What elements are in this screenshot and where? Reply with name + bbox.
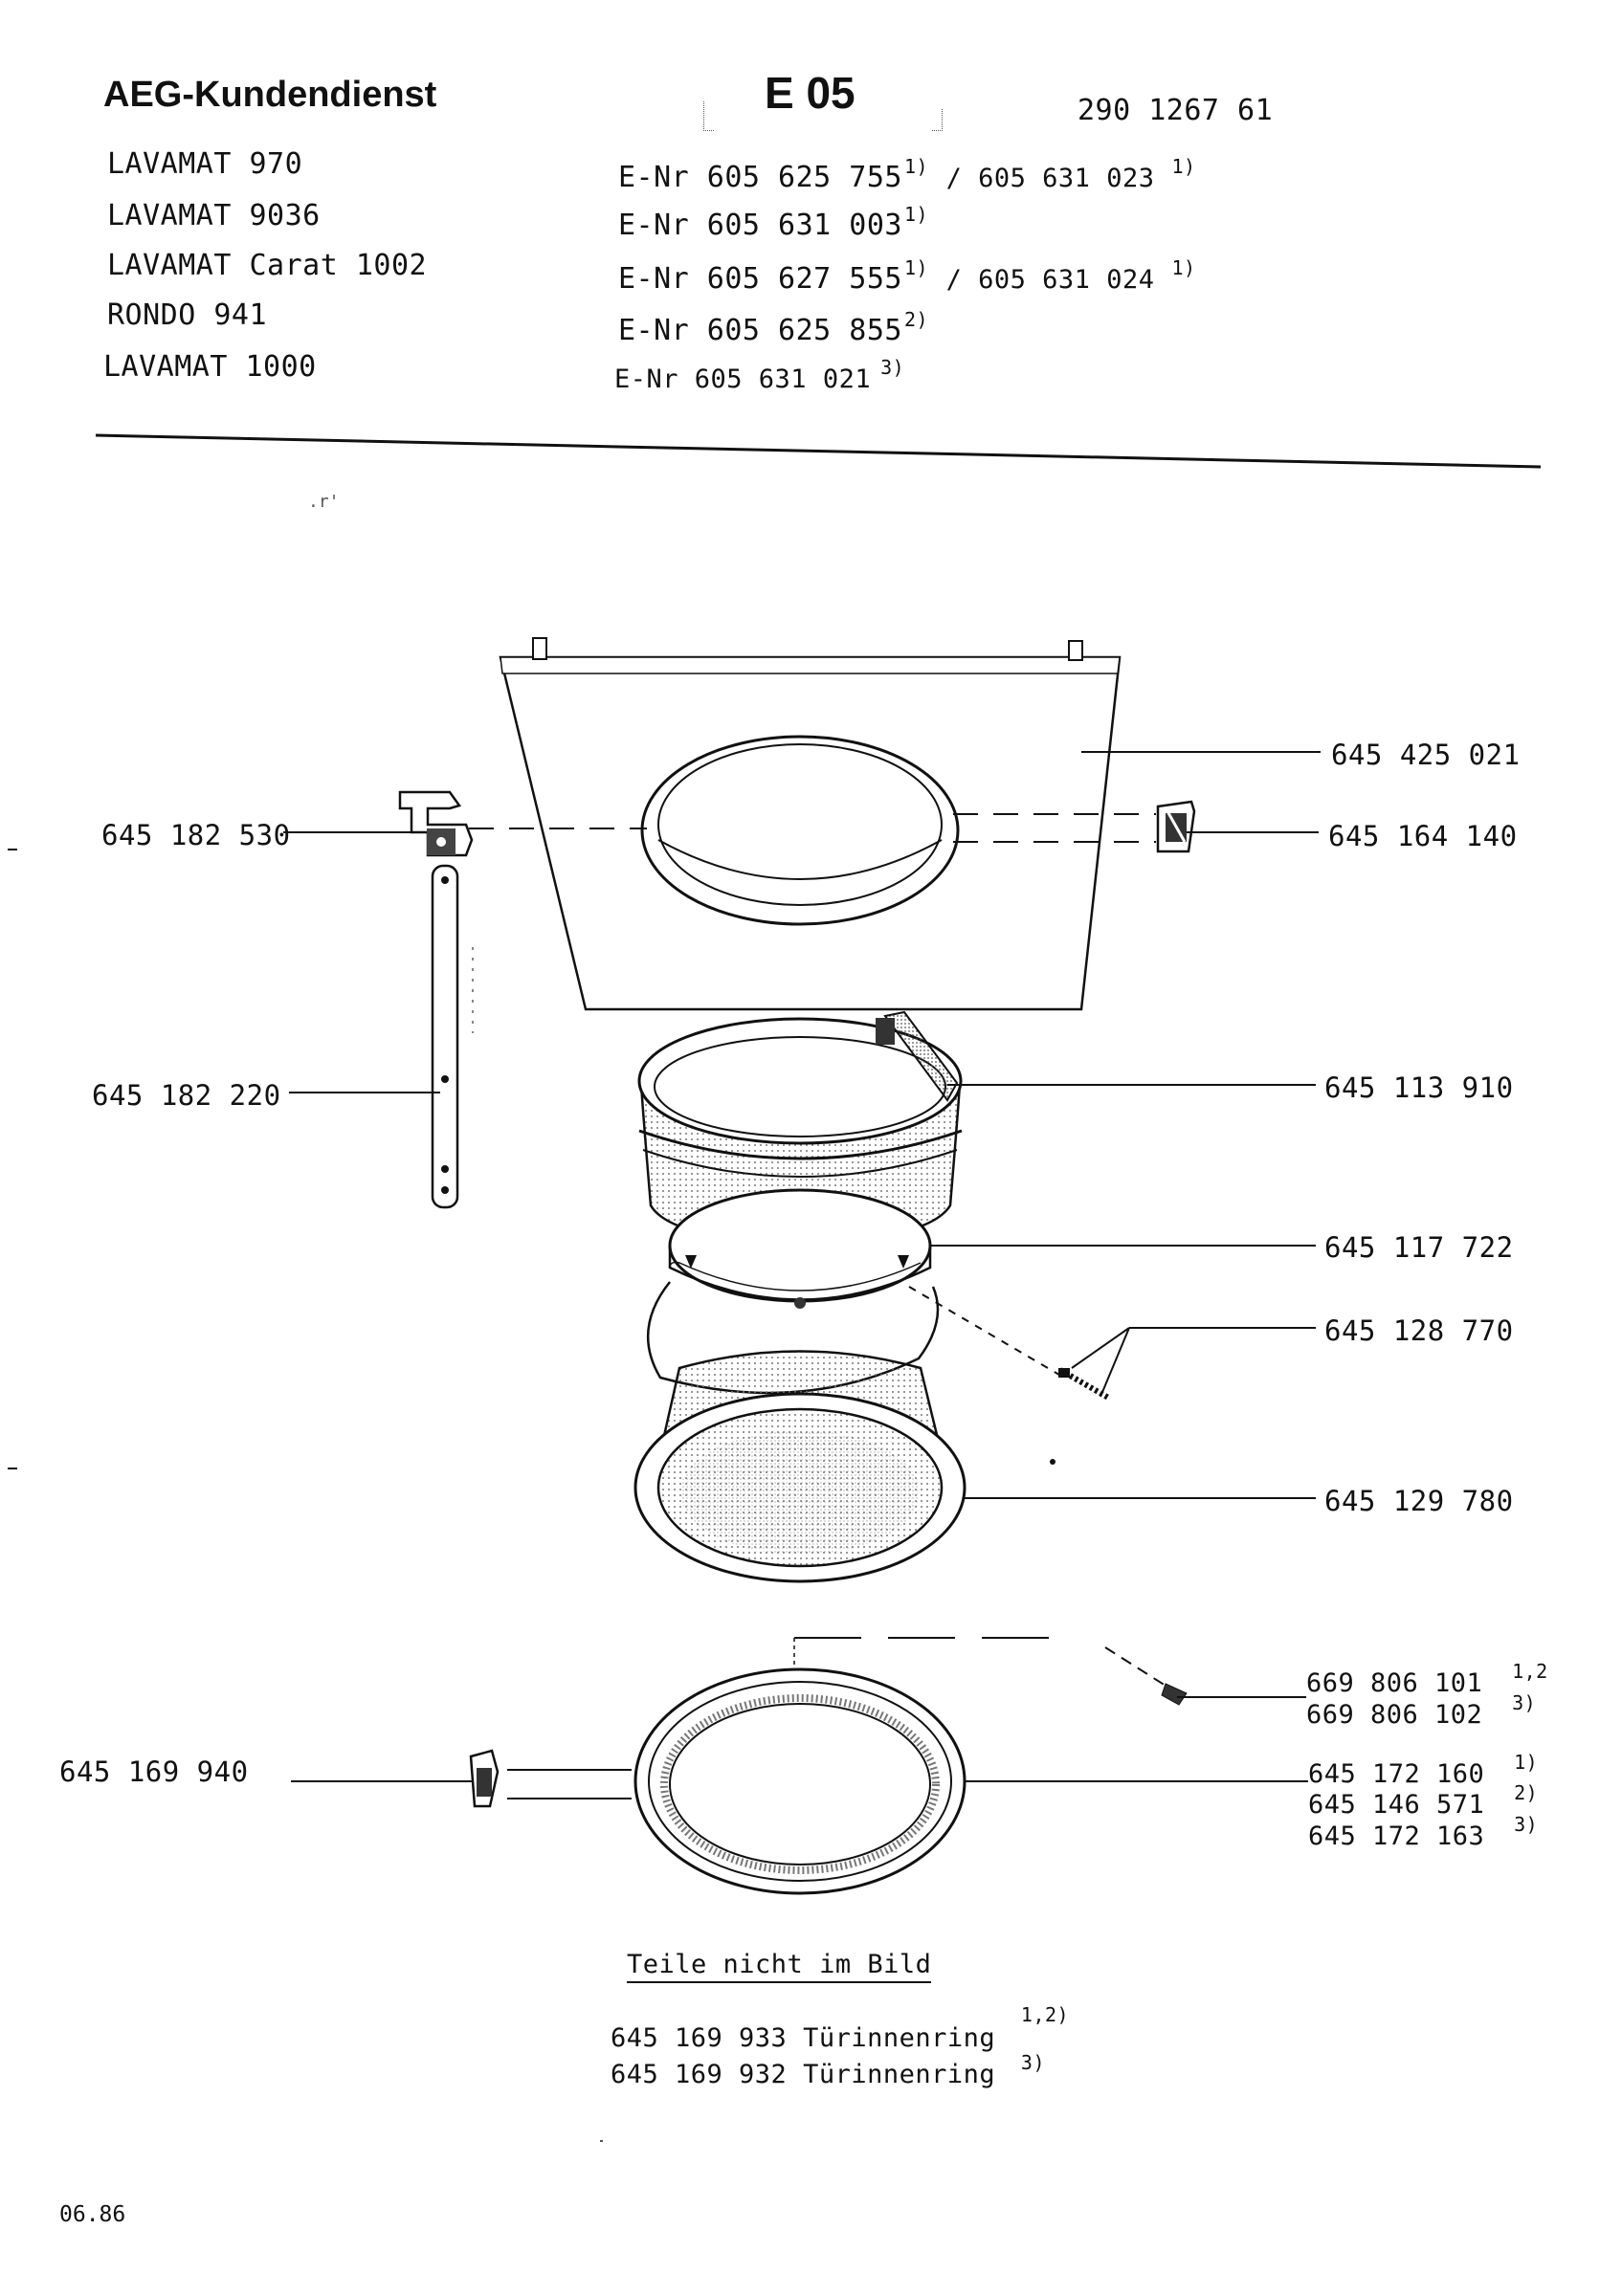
footnote-mark: 1): [903, 155, 929, 178]
not-shown-text: 645 169 933 Türinnenring: [611, 2023, 996, 2053]
header-divider: [95, 433, 1542, 469]
part-label-spring-clip: 645 128 770: [1324, 1314, 1514, 1347]
enr-number: E-Nr 605 631 021: [614, 364, 872, 394]
part-label-boot-seal: 645 113 910: [1324, 1071, 1514, 1104]
part-label-hinge-bar: 645 182 220: [92, 1079, 281, 1112]
part-number: 669 806 101: [1306, 1668, 1483, 1698]
part-label-screw: 669 806 101 1,2: [1306, 1660, 1548, 1698]
brand-title: AEG-Kundendienst: [103, 75, 437, 115]
front-panel-drawing: [499, 637, 1122, 1011]
model-name: LAVAMAT Carat 1002: [107, 249, 428, 282]
enr-number: E-Nr 605 625 855: [618, 314, 902, 347]
model-name: LAVAMAT 9036: [107, 199, 321, 232]
sheet-code: E 05: [765, 68, 855, 118]
part-number: 645 146 571: [1308, 1790, 1485, 1820]
part-number: 645 172 163: [1308, 1821, 1485, 1851]
not-shown-item: 645 169 933 Türinnenring 1,2): [611, 2003, 1069, 2053]
part-number: 645 172 160: [1308, 1759, 1485, 1789]
door-catch-drawing: [469, 1749, 632, 1808]
screw-drawing: [793, 1637, 1188, 1706]
footer-date: 06.86: [59, 2202, 126, 2227]
leader-lines: [283, 751, 1321, 1782]
document-number: 290 1267 61: [1078, 94, 1274, 127]
footnote-mark: 2): [1514, 1781, 1539, 1804]
part-label-right-hinge: 645 164 140: [1328, 820, 1518, 852]
footnote-mark: 1): [1171, 256, 1196, 279]
seal-ring-drawing: [668, 1188, 932, 1309]
part-label-left-hinge: 645 182 530: [101, 819, 291, 851]
enr-row: E-Nr 605 631 021 3): [614, 356, 904, 394]
footnote-mark: 1,2): [1020, 2003, 1070, 2026]
footnote-mark: 1): [1514, 1751, 1539, 1774]
part-number: 669 806 102: [1306, 1700, 1483, 1730]
door-ring-drawing: [633, 1667, 967, 1895]
footnote-mark: 2): [903, 308, 929, 331]
sheet-code-box: E 05: [703, 67, 943, 134]
right-hinge-drawing: [1156, 800, 1196, 853]
footnote-mark: 3): [880, 356, 905, 379]
footnote-mark: 3): [1020, 2051, 1045, 2074]
enr-number: E-Nr 605 631 003: [618, 209, 902, 242]
left-hinge-drawing: [398, 790, 474, 1209]
footnote-mark: 1): [903, 256, 929, 279]
enr-alt-number: / 605 631 023: [945, 164, 1155, 193]
footnote-mark: 1,2: [1512, 1660, 1548, 1683]
part-label-door-ring: 645 146 571 2): [1308, 1781, 1538, 1820]
enr-number: E-Nr 605 627 555: [618, 262, 902, 296]
not-shown-item: 645 169 932 Türinnenring 3): [611, 2051, 1045, 2089]
part-label-screw: 669 806 102 3): [1306, 1691, 1536, 1730]
not-shown-heading: Teile nicht im Bild: [627, 1950, 932, 1983]
model-name: RONDO 941: [107, 298, 268, 332]
footnote-mark: 3): [1514, 1813, 1539, 1836]
stray-mark: .r': [308, 492, 340, 512]
part-label-door-ring: 645 172 160 1): [1308, 1751, 1538, 1789]
enr-alt-number: / 605 631 024: [945, 265, 1155, 295]
footnote-mark: 1): [903, 203, 929, 226]
not-shown-text: 645 169 932 Türinnenring: [611, 2060, 996, 2089]
footnote-mark: 1): [1171, 155, 1196, 178]
footnote-mark: 3): [1512, 1691, 1537, 1714]
model-name: LAVAMAT 970: [107, 147, 303, 181]
part-label-door-ring: 645 172 163 3): [1308, 1813, 1538, 1851]
part-label-front-panel: 645 425 021: [1331, 739, 1521, 771]
enr-number: E-Nr 605 625 755: [618, 161, 902, 194]
part-label-door-catch: 645 169 940: [59, 1755, 249, 1788]
part-label-inner-door: 645 129 780: [1324, 1485, 1514, 1517]
model-name: LAVAMAT 1000: [103, 350, 317, 384]
part-label-seal-ring: 645 117 722: [1324, 1231, 1514, 1264]
inner-door-drawing: [633, 1350, 967, 1583]
